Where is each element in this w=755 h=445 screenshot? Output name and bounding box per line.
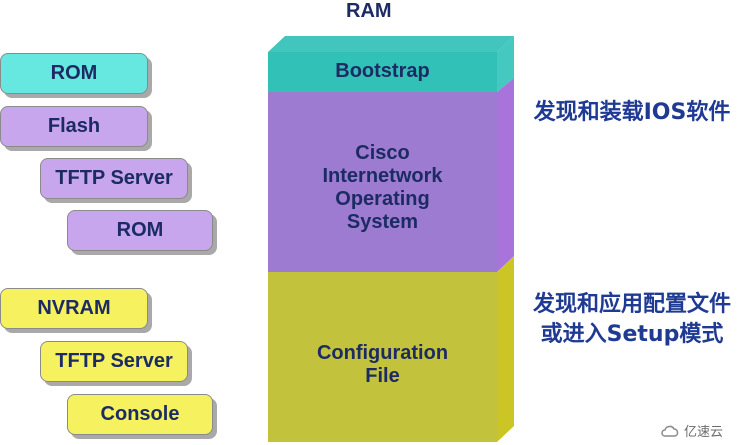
stack-top-face bbox=[268, 36, 514, 52]
watermark-text: 亿速云 bbox=[684, 425, 724, 440]
ram-title: RAM bbox=[346, 0, 392, 22]
ios-label-line: System bbox=[346, 211, 419, 233]
watermark: 亿速云 bbox=[660, 421, 723, 440]
cloud-logo-icon bbox=[661, 425, 679, 437]
config-side-face bbox=[497, 256, 514, 442]
ios-label-line: Operating bbox=[335, 188, 430, 210]
ios-side-face bbox=[497, 78, 514, 272]
ios-label: Cisco Internetwork Operating System bbox=[268, 142, 497, 234]
config-annotation-line: 发现和应用配置文件 bbox=[532, 292, 731, 317]
ios-label-line: Internetwork bbox=[322, 165, 443, 187]
bootstrap-label: Bootstrap bbox=[335, 60, 430, 82]
config-annotation-line: 或进入Setup模式 bbox=[540, 322, 724, 347]
config-label-line: File bbox=[365, 365, 400, 387]
ios-source-flash: Flash bbox=[0, 106, 148, 147]
config-source-tftp-server: TFTP Server bbox=[40, 341, 188, 382]
config-label-line: Configuration bbox=[316, 342, 449, 364]
ios-segment bbox=[268, 92, 497, 272]
config-source-nvram: NVRAM bbox=[0, 288, 148, 329]
config-segment bbox=[268, 272, 497, 442]
ios-annotation: 发现和装载IOS软件 bbox=[533, 100, 731, 125]
ios-source-tftp-server: TFTP Server bbox=[40, 158, 188, 199]
bootstrap-side-face bbox=[497, 36, 514, 92]
config-annotation: 发现和应用配置文件 或进入Setup模式 bbox=[514, 290, 750, 350]
bootstrap-segment bbox=[268, 52, 497, 92]
ios-source-rom-2: ROM bbox=[67, 210, 213, 251]
config-label: Configuration File bbox=[268, 342, 497, 388]
ios-source-rom: ROM bbox=[0, 53, 148, 94]
ios-label-line: Cisco bbox=[355, 142, 410, 164]
config-source-console: Console bbox=[67, 394, 213, 435]
